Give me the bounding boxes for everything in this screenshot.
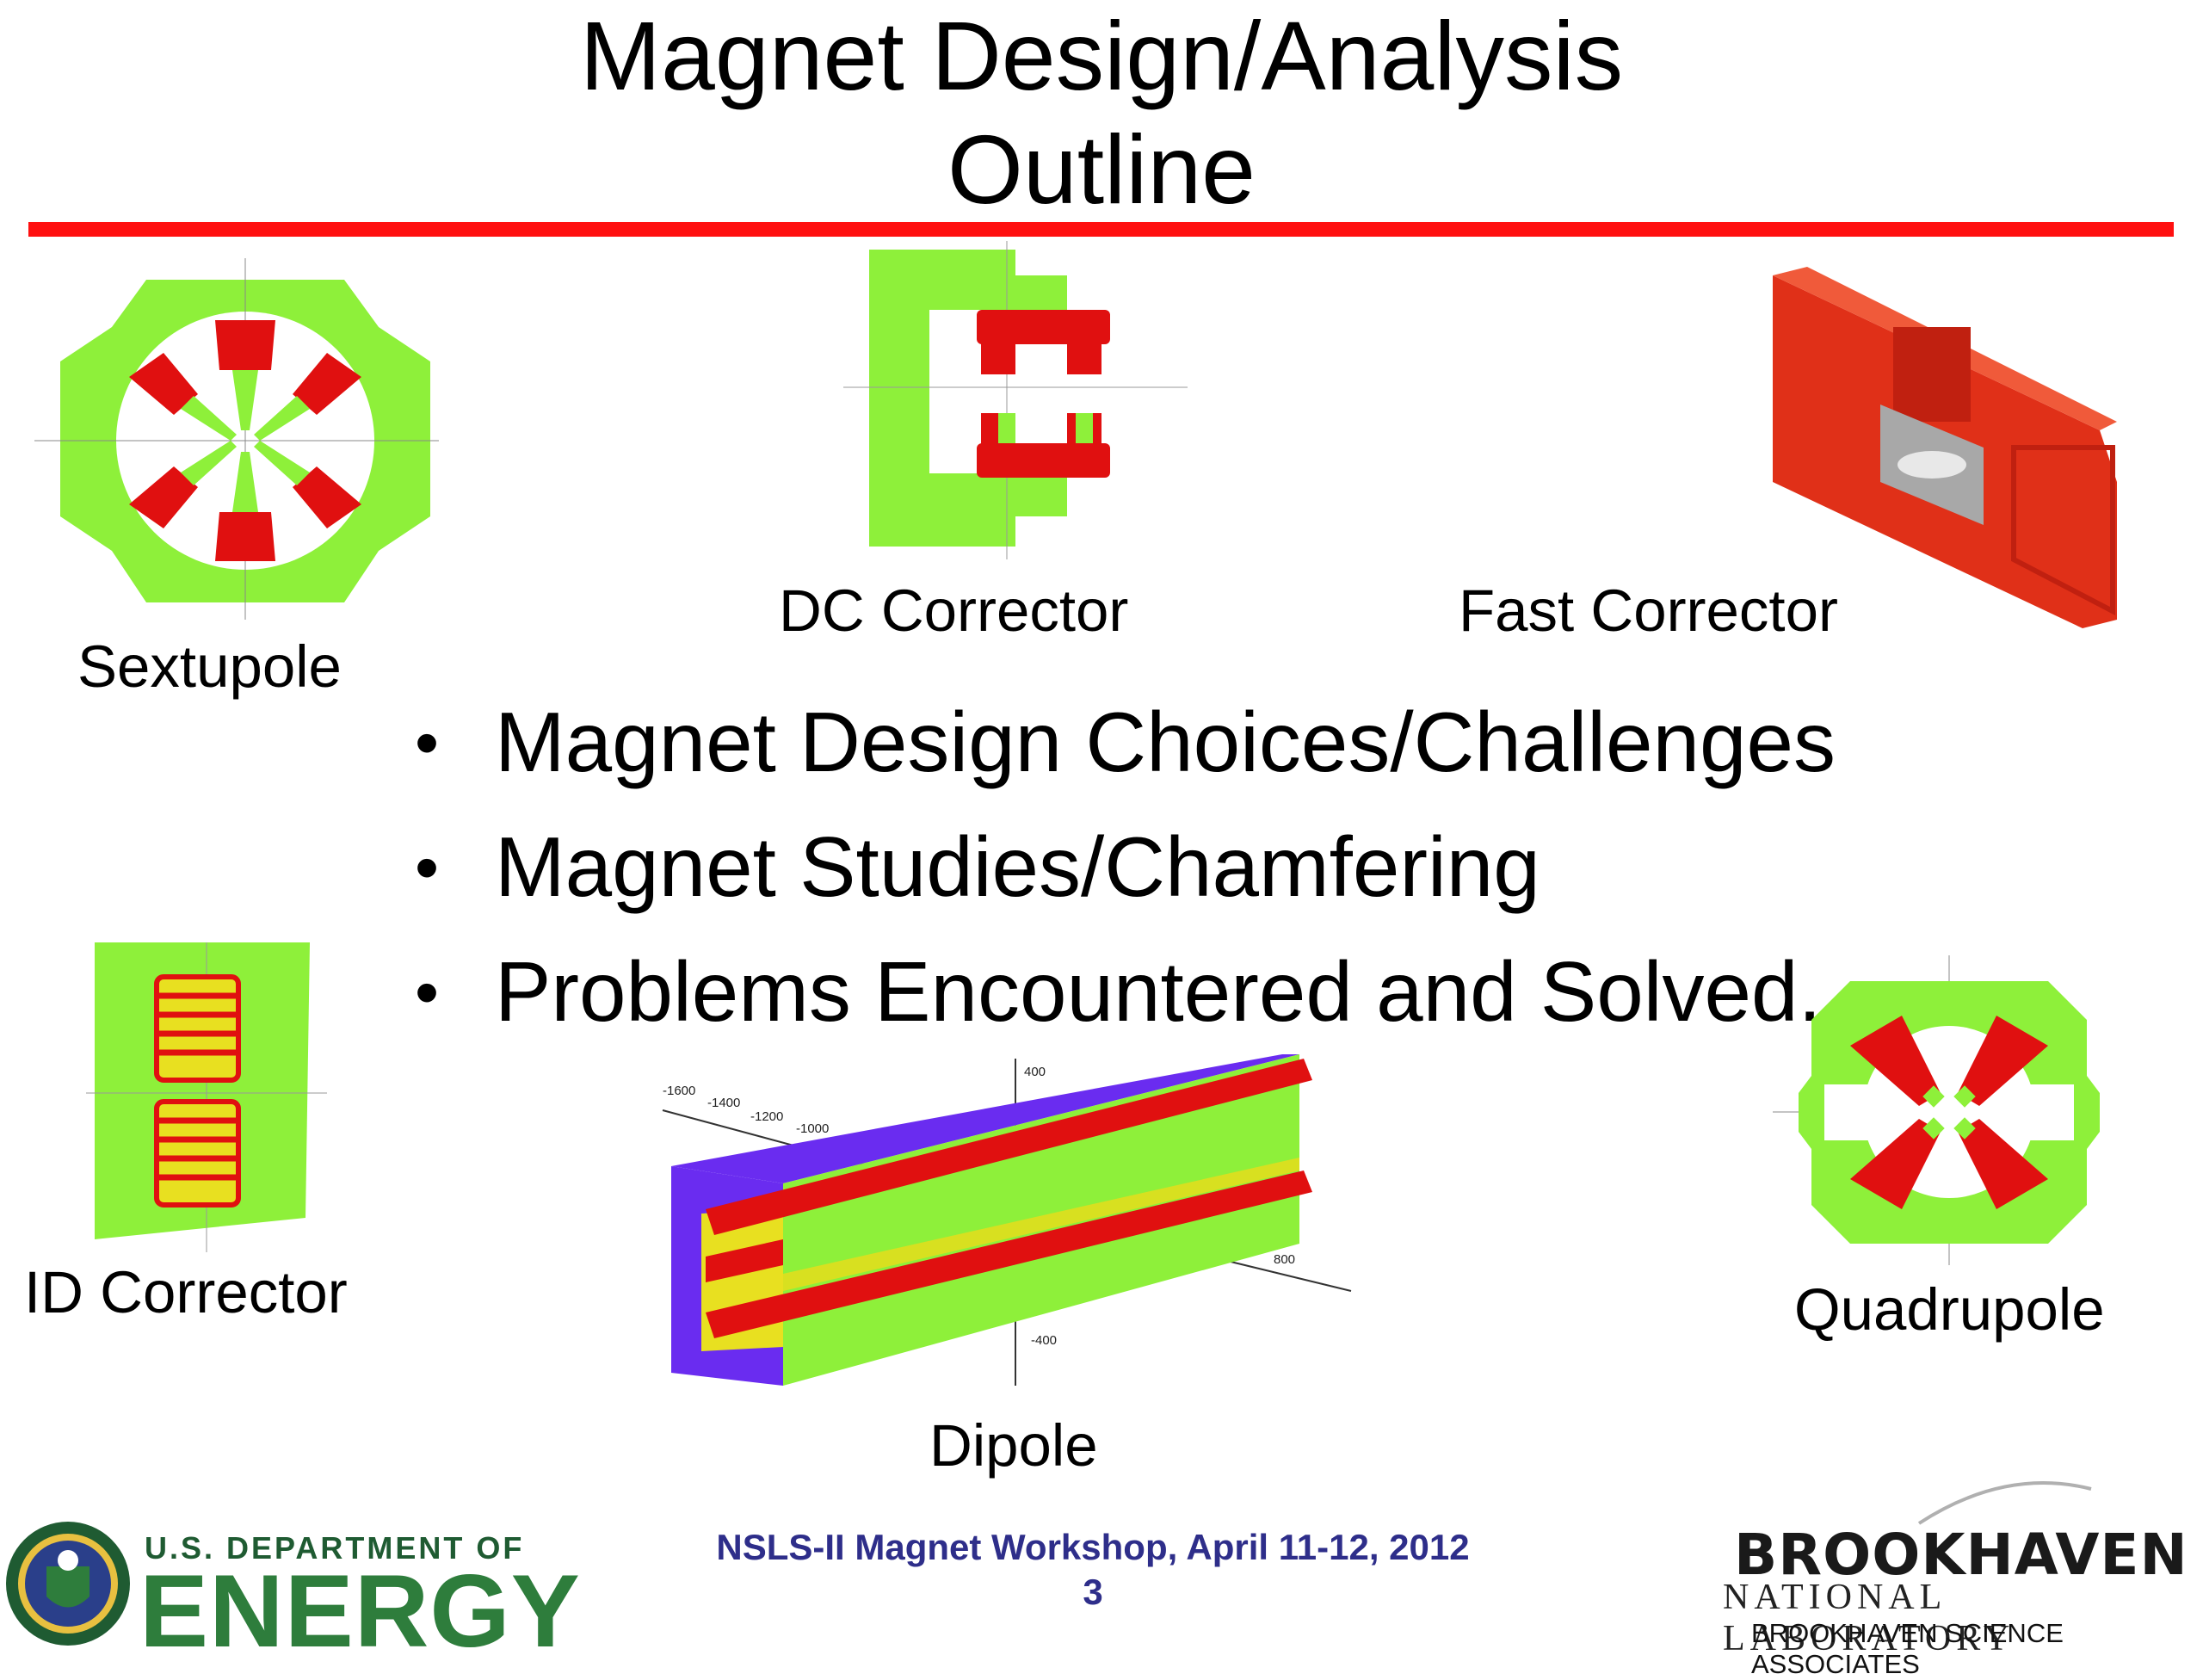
bullet-text: Magnet Design Choices/Challenges bbox=[495, 695, 1836, 789]
doe-logo-line2: ENERGY bbox=[139, 1553, 581, 1669]
bullet-dot-icon: • bbox=[415, 829, 440, 905]
doe-seal-icon bbox=[6, 1522, 130, 1646]
footer-workshop-text: NSLS-II Magnet Workshop, April 11-12, 20… bbox=[716, 1527, 1470, 1567]
page-number: 3 bbox=[1083, 1572, 1103, 1612]
bullet-dot-icon: • bbox=[415, 954, 440, 1030]
dipole-axis-label: -1400 bbox=[707, 1096, 740, 1110]
dipole-caption: Dipole bbox=[929, 1412, 1098, 1479]
id-corrector-caption: ID Corrector bbox=[24, 1259, 348, 1325]
quadrupole-caption: Quadrupole bbox=[1794, 1276, 2105, 1343]
title-underline bbox=[28, 222, 2174, 237]
slide-title-line1: Magnet Design/Analysis bbox=[579, 2, 1624, 110]
dipole-image: -1600 -1400 -1200 -1000 400 200 400 600 … bbox=[662, 1054, 1352, 1386]
bnl-logo-line2: NATIONAL LABORATORY bbox=[1723, 1578, 2015, 1658]
quadrupole-image bbox=[1773, 955, 2100, 1265]
bullet-dot-icon: • bbox=[415, 704, 440, 781]
dc-corrector-caption: DC Corrector bbox=[779, 578, 1129, 644]
dipole-axis-label: -1000 bbox=[796, 1121, 829, 1136]
bullet-item: • Problems Encountered and Solved. bbox=[404, 930, 1836, 1054]
dipole-axis-label: 800 bbox=[1274, 1252, 1295, 1267]
doe-logo-line1: U.S. DEPARTMENT OF bbox=[145, 1530, 525, 1566]
bullet-text: Problems Encountered and Solved. bbox=[495, 944, 1822, 1039]
sextupole-caption: Sextupole bbox=[77, 633, 342, 700]
dc-corrector-image bbox=[843, 241, 1188, 559]
dipole-axis-label: -1200 bbox=[750, 1109, 783, 1124]
bnl-swoosh-icon bbox=[1917, 1481, 2092, 1525]
sextupole-image bbox=[34, 258, 439, 620]
bnl-logo-line3: BROOKHAVEN SCIENCE ASSOCIATES bbox=[1751, 1618, 2064, 1679]
dipole-axis-label: -400 bbox=[1031, 1333, 1057, 1348]
fast-corrector-image bbox=[1773, 267, 2117, 628]
bullet-item: • Magnet Studies/Chamfering bbox=[404, 805, 1836, 930]
bullet-item: • Magnet Design Choices/Challenges bbox=[404, 680, 1836, 805]
dipole-axis-label: 400 bbox=[1024, 1065, 1046, 1079]
bullet-text: Magnet Studies/Chamfering bbox=[495, 819, 1540, 914]
bullet-list: • Magnet Design Choices/Challenges • Magne… bbox=[404, 680, 1836, 1054]
bnl-logo-line1: BROOKHAVEN bbox=[1734, 1522, 2188, 1588]
fast-corrector-caption: Fast Corrector bbox=[1459, 578, 1838, 644]
slide-title-line2: Outline bbox=[947, 115, 1256, 224]
dipole-axis-label: -1600 bbox=[663, 1084, 695, 1098]
id-corrector-image bbox=[86, 942, 327, 1252]
